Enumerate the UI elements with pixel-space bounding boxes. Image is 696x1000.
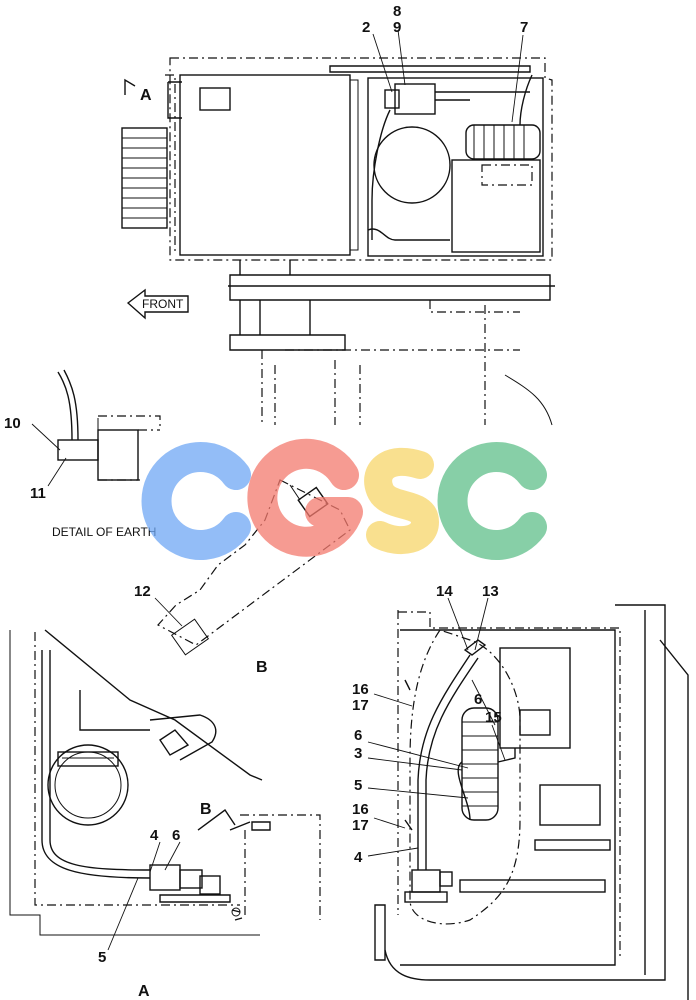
view-a-detail: B A	[9, 629, 321, 1000]
view-a-label: A	[138, 983, 150, 1000]
base-fitting	[404, 869, 453, 903]
callout-6-middle: 6	[354, 727, 362, 744]
detail-of-earth-label: DETAIL OF EARTH	[52, 525, 156, 539]
callouts: 2 8 9 7 10 11 12 14 13 16 17 6 15 6 3 5 …	[4, 3, 528, 966]
watermark-letter-c1	[141, 442, 251, 560]
callout-17-upper: 17	[352, 697, 369, 714]
callout-11: 11	[30, 485, 46, 502]
front-arrow: FRONT	[126, 288, 189, 320]
top-view: FRONT A	[121, 57, 555, 426]
view-b-label: B	[256, 659, 268, 676]
callout-6-upper: 6	[474, 691, 482, 708]
callout-2: 2	[362, 19, 370, 36]
callout-10: 10	[4, 415, 21, 432]
detail-of-earth: DETAIL OF EARTH	[52, 369, 161, 539]
callout-5-right: 5	[354, 777, 362, 794]
callout-17-lower: 17	[352, 817, 369, 834]
callout-4-left: 4	[150, 827, 159, 844]
watermark-logo	[141, 438, 547, 560]
side-hose-reel	[461, 707, 499, 821]
callout-15: 15	[485, 709, 502, 726]
view-b-arrow-label: B	[200, 801, 212, 818]
callout-5-left: 5	[98, 949, 106, 966]
callout-7: 7	[520, 19, 528, 36]
hose-reel	[47, 744, 129, 826]
relay-unit	[371, 83, 530, 240]
watermark-letter-s	[364, 447, 440, 555]
view-a-marker: A	[140, 87, 152, 104]
valve-body	[149, 864, 231, 903]
radiator-grille	[121, 127, 168, 229]
callout-9: 9	[393, 19, 401, 36]
callout-8: 8	[393, 3, 401, 20]
front-label: FRONT	[142, 297, 184, 311]
callout-3: 3	[354, 745, 362, 762]
callout-4-right: 4	[354, 849, 363, 866]
callout-16-upper: 16	[352, 681, 369, 698]
side-view	[374, 604, 689, 1000]
callout-14: 14	[436, 583, 453, 600]
coil-assembly	[465, 74, 541, 160]
watermark-letter-c2	[437, 442, 547, 560]
callout-16-lower: 16	[352, 801, 369, 818]
watermark-letter-g	[247, 438, 363, 557]
callout-13: 13	[482, 583, 499, 600]
callout-12: 12	[134, 583, 151, 600]
callout-6-left: 6	[172, 827, 180, 844]
leader-lines	[31, 29, 524, 951]
